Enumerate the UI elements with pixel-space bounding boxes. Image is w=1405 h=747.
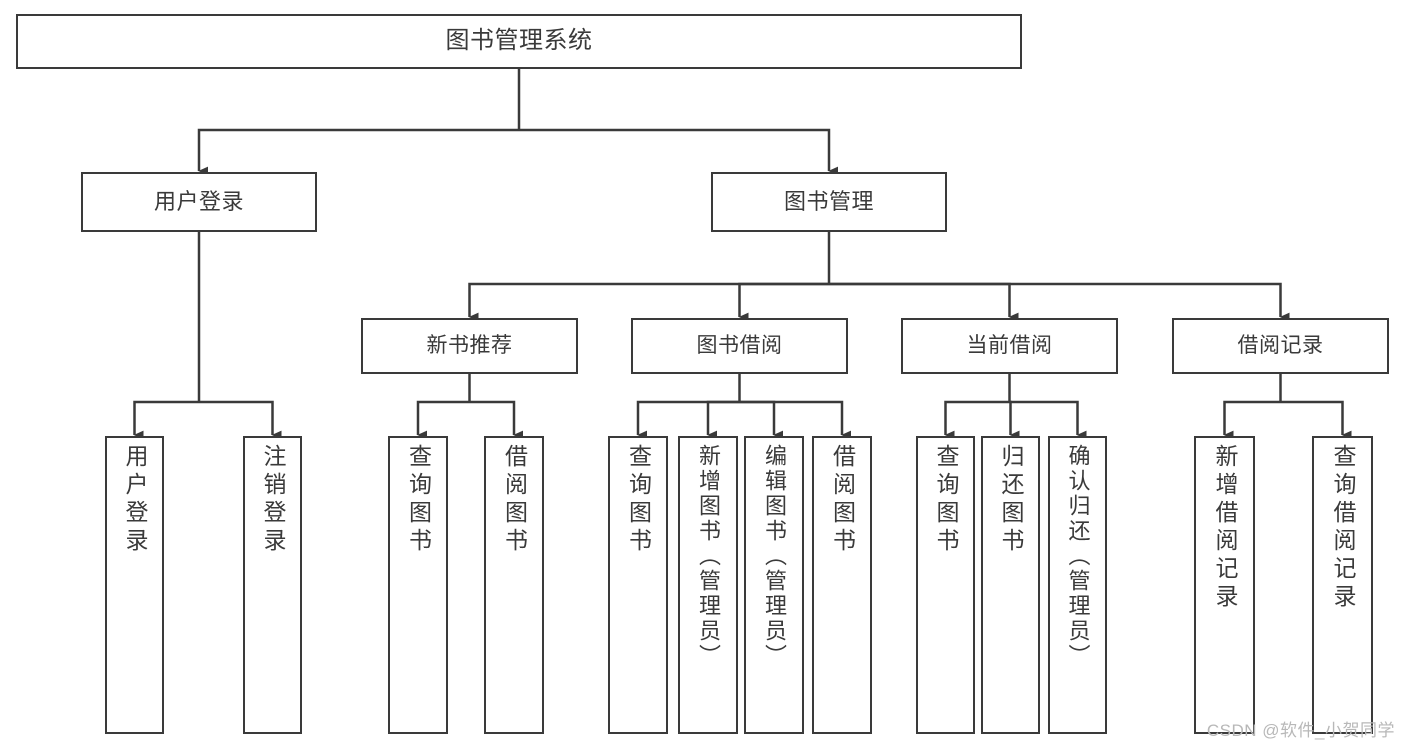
node-label-leaf-confirm-return-admin: 确认归还（管理员） bbox=[1065, 444, 1091, 669]
node-label-leaf-query-book-2: 查询图书 bbox=[625, 444, 652, 556]
edge-current-borrow-to-leaf-return-book bbox=[1009, 400, 1020, 440]
edge-book-management-to-borrow-record bbox=[829, 282, 1290, 322]
edge-book-management-to-book-borrow bbox=[738, 282, 829, 322]
node-leaf-logout[interactable]: 注销登录 bbox=[243, 436, 302, 734]
node-label-leaf-user-login: 用户登录 bbox=[122, 444, 148, 556]
node-label-leaf-query-book-1: 查询图书 bbox=[405, 444, 432, 556]
node-label-user-login: 用户登录 bbox=[153, 189, 244, 215]
node-leaf-add-book-admin[interactable]: 新增图书（管理员） bbox=[678, 436, 738, 734]
node-leaf-edit-book-admin[interactable]: 编辑图书（管理员） bbox=[744, 436, 804, 734]
node-user-login[interactable]: 用户登录 bbox=[81, 172, 317, 232]
node-label-leaf-logout: 注销登录 bbox=[260, 444, 286, 556]
edge-group bbox=[133, 69, 1352, 440]
node-label-leaf-return-book: 归还图书 bbox=[998, 444, 1024, 556]
edge-user-login-to-leaf-user-login bbox=[133, 400, 199, 440]
node-leaf-add-borrow-record[interactable]: 新增借阅记录 bbox=[1194, 436, 1255, 734]
edge-book-management-to-new-book-recommend bbox=[468, 282, 829, 322]
node-current-borrow[interactable]: 当前借阅 bbox=[901, 318, 1118, 374]
node-label-borrow-record: 借阅记录 bbox=[1237, 333, 1324, 357]
edge-book-management-to-current-borrow bbox=[829, 282, 1019, 322]
node-leaf-query-borrow-record[interactable]: 查询借阅记录 bbox=[1312, 436, 1373, 734]
watermark-label: CSDN @软件_小贺同学 bbox=[1206, 721, 1395, 740]
node-leaf-confirm-return-admin[interactable]: 确认归还（管理员） bbox=[1048, 436, 1107, 734]
edge-book-borrow-to-leaf-add-book-admin bbox=[706, 400, 740, 440]
node-label-book-borrow: 图书借阅 bbox=[696, 333, 783, 357]
node-book-management[interactable]: 图书管理 bbox=[711, 172, 947, 232]
node-label-book-management: 图书管理 bbox=[783, 189, 874, 215]
edge-root-to-user-login bbox=[197, 128, 519, 176]
node-label-new-book-recommend: 新书推荐 bbox=[426, 333, 513, 357]
edge-current-borrow-to-leaf-confirm-return-admin bbox=[1009, 400, 1087, 440]
edge-borrow-record-to-leaf-query-borrow-record bbox=[1280, 400, 1352, 440]
node-label-current-borrow: 当前借阅 bbox=[966, 333, 1053, 357]
node-new-book-recommend[interactable]: 新书推荐 bbox=[361, 318, 578, 374]
edge-new-book-recommend-to-leaf-borrow-book-1 bbox=[469, 400, 524, 440]
node-label-leaf-edit-book-admin: 编辑图书（管理员） bbox=[762, 444, 787, 669]
node-leaf-query-book-2[interactable]: 查询图书 bbox=[608, 436, 668, 734]
node-label-root: 图书管理系统 bbox=[445, 27, 593, 55]
node-leaf-query-book-3[interactable]: 查询图书 bbox=[916, 436, 975, 734]
node-label-leaf-add-borrow-record: 新增借阅记录 bbox=[1212, 444, 1238, 612]
node-label-leaf-add-book-admin: 新增图书（管理员） bbox=[696, 444, 721, 669]
node-label-leaf-borrow-book-1: 借阅图书 bbox=[501, 444, 528, 556]
node-leaf-return-book[interactable]: 归还图书 bbox=[981, 436, 1040, 734]
edge-new-book-recommend-to-leaf-query-book-1 bbox=[416, 400, 470, 440]
edge-borrow-record-to-leaf-add-borrow-record bbox=[1223, 400, 1281, 440]
edge-book-borrow-to-leaf-query-book-2 bbox=[636, 400, 740, 440]
edge-root-to-book-management bbox=[519, 128, 839, 176]
node-leaf-borrow-book-2[interactable]: 借阅图书 bbox=[812, 436, 872, 734]
node-root[interactable]: 图书管理系统 bbox=[16, 14, 1022, 69]
node-label-leaf-query-book-3: 查询图书 bbox=[933, 444, 959, 556]
node-leaf-borrow-book-1[interactable]: 借阅图书 bbox=[484, 436, 544, 734]
node-book-borrow[interactable]: 图书借阅 bbox=[631, 318, 848, 374]
edge-book-borrow-to-leaf-edit-book-admin bbox=[739, 400, 784, 440]
edge-book-borrow-to-leaf-borrow-book-2 bbox=[739, 400, 852, 440]
edge-user-login-to-leaf-logout bbox=[199, 400, 282, 440]
node-label-leaf-borrow-book-2: 借阅图书 bbox=[829, 444, 856, 556]
edge-current-borrow-to-leaf-query-book-3 bbox=[944, 400, 1010, 440]
node-leaf-user-login[interactable]: 用户登录 bbox=[105, 436, 164, 734]
node-leaf-query-book-1[interactable]: 查询图书 bbox=[388, 436, 448, 734]
node-borrow-record[interactable]: 借阅记录 bbox=[1172, 318, 1389, 374]
node-label-leaf-query-borrow-record: 查询借阅记录 bbox=[1330, 444, 1356, 612]
